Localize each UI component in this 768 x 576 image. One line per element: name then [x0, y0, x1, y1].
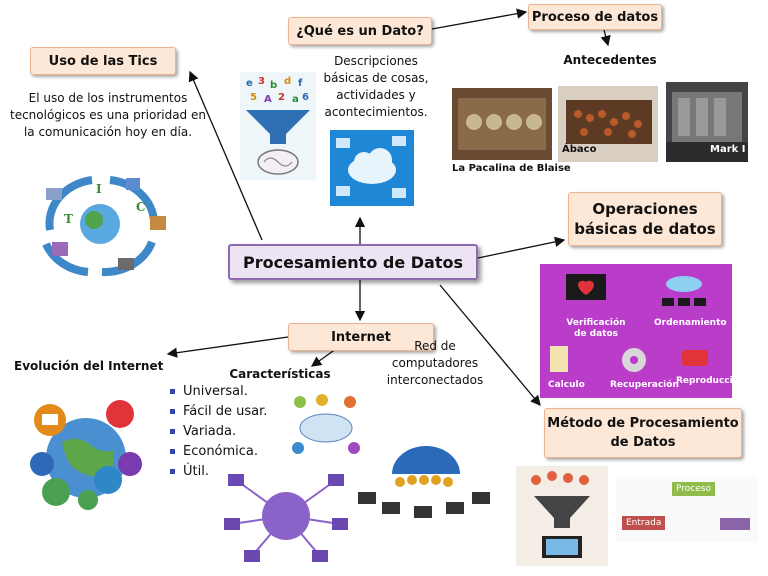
node-proceso-datos: Proceso de datos	[528, 4, 662, 30]
node-metodo: Método de Procesamiento de Datos	[544, 408, 742, 458]
mark-i-image: Mark I	[666, 82, 748, 162]
list-item: Económica.	[170, 442, 267, 462]
svg-text:a: a	[292, 94, 299, 105]
tic-letter-i: I	[96, 182, 102, 196]
computer-network-image	[352, 428, 498, 528]
red-description: Red de computadores interconectados	[386, 339, 484, 387]
metodo-funnel-image	[516, 466, 608, 566]
svg-text:5: 5	[250, 92, 257, 103]
list-item: Universal.	[170, 382, 267, 402]
abaco-caption: Ábaco	[562, 144, 597, 155]
node-que-es-dato: ¿Qué es un Dato?	[288, 17, 432, 45]
metodo-diagram-image: Entrada Proceso	[616, 476, 758, 542]
node-uso-tics: Uso de las Tics	[30, 47, 176, 75]
tic-letter-t: T	[64, 212, 73, 226]
svg-text:b: b	[270, 80, 277, 91]
arrow-to-metodo	[439, 284, 541, 406]
arrow-dato-to-proceso	[431, 8, 528, 30]
label-recuperacion: Recuperación	[610, 380, 679, 390]
central-node: Procesamiento de Datos	[228, 244, 478, 280]
internet-evolution-image	[22, 394, 150, 514]
operaciones-panel: Verificación de datos Ordenamiento Calcu…	[540, 264, 732, 398]
pascalina-caption: La Pacalina de Blaise	[452, 163, 571, 174]
tic-letter-c: C	[136, 200, 146, 214]
tics-description: El uso de los instrumentos tecnológicos …	[10, 91, 206, 139]
caracteristicas-list: Universal. Fácil de usar. Variada. Econó…	[170, 382, 267, 482]
dato-description: Descripciones básicas de cosas, activida…	[323, 54, 429, 119]
salida-block	[720, 518, 750, 530]
entrada-label: Entrada	[622, 516, 666, 530]
evolucion-internet-label: Evolución del Internet	[14, 359, 164, 373]
arrow-proceso-to-antecedentes	[600, 29, 611, 47]
label-reproduccion: Reproducción	[676, 376, 732, 386]
central-label: Procesamiento de Datos	[243, 252, 463, 272]
label-calculo: Calculo	[548, 380, 585, 390]
svg-text:d: d	[284, 76, 291, 87]
globe-network-image	[222, 466, 350, 564]
cloud-network-image	[330, 130, 414, 206]
abaco-image: Ábaco	[558, 86, 658, 162]
arrow-to-caracteristicas	[310, 348, 337, 367]
arrow-to-uso-tics	[188, 70, 263, 241]
svg-text:3: 3	[258, 76, 265, 87]
antecedentes-label: Antecedentes	[563, 53, 657, 67]
list-item: Fácil de usar.	[170, 402, 267, 422]
svg-text:2: 2	[278, 92, 285, 103]
node-operaciones: Operaciones básicas de datos	[568, 192, 722, 246]
svg-text:f: f	[298, 78, 303, 89]
svg-text:A: A	[264, 94, 272, 105]
features-cloud-image	[292, 392, 362, 458]
label-ordenamiento: Ordenamiento	[654, 318, 727, 328]
pascalina-image	[452, 88, 552, 160]
label-verificacion: Verificación de datos	[566, 318, 626, 339]
tic-cycle-image: T I C	[32, 170, 168, 278]
list-item: Útil.	[170, 462, 267, 482]
mark-i-caption: Mark I	[710, 144, 746, 155]
caracteristicas-label: Características	[229, 367, 331, 381]
arrow-to-evolucion	[166, 336, 289, 358]
list-item: Variada.	[170, 422, 267, 442]
proceso-label: Proceso	[672, 482, 715, 496]
arrow-to-operaciones	[477, 236, 566, 259]
node-internet: Internet	[288, 323, 434, 351]
svg-text:6: 6	[302, 92, 309, 103]
svg-text:e: e	[246, 78, 253, 89]
